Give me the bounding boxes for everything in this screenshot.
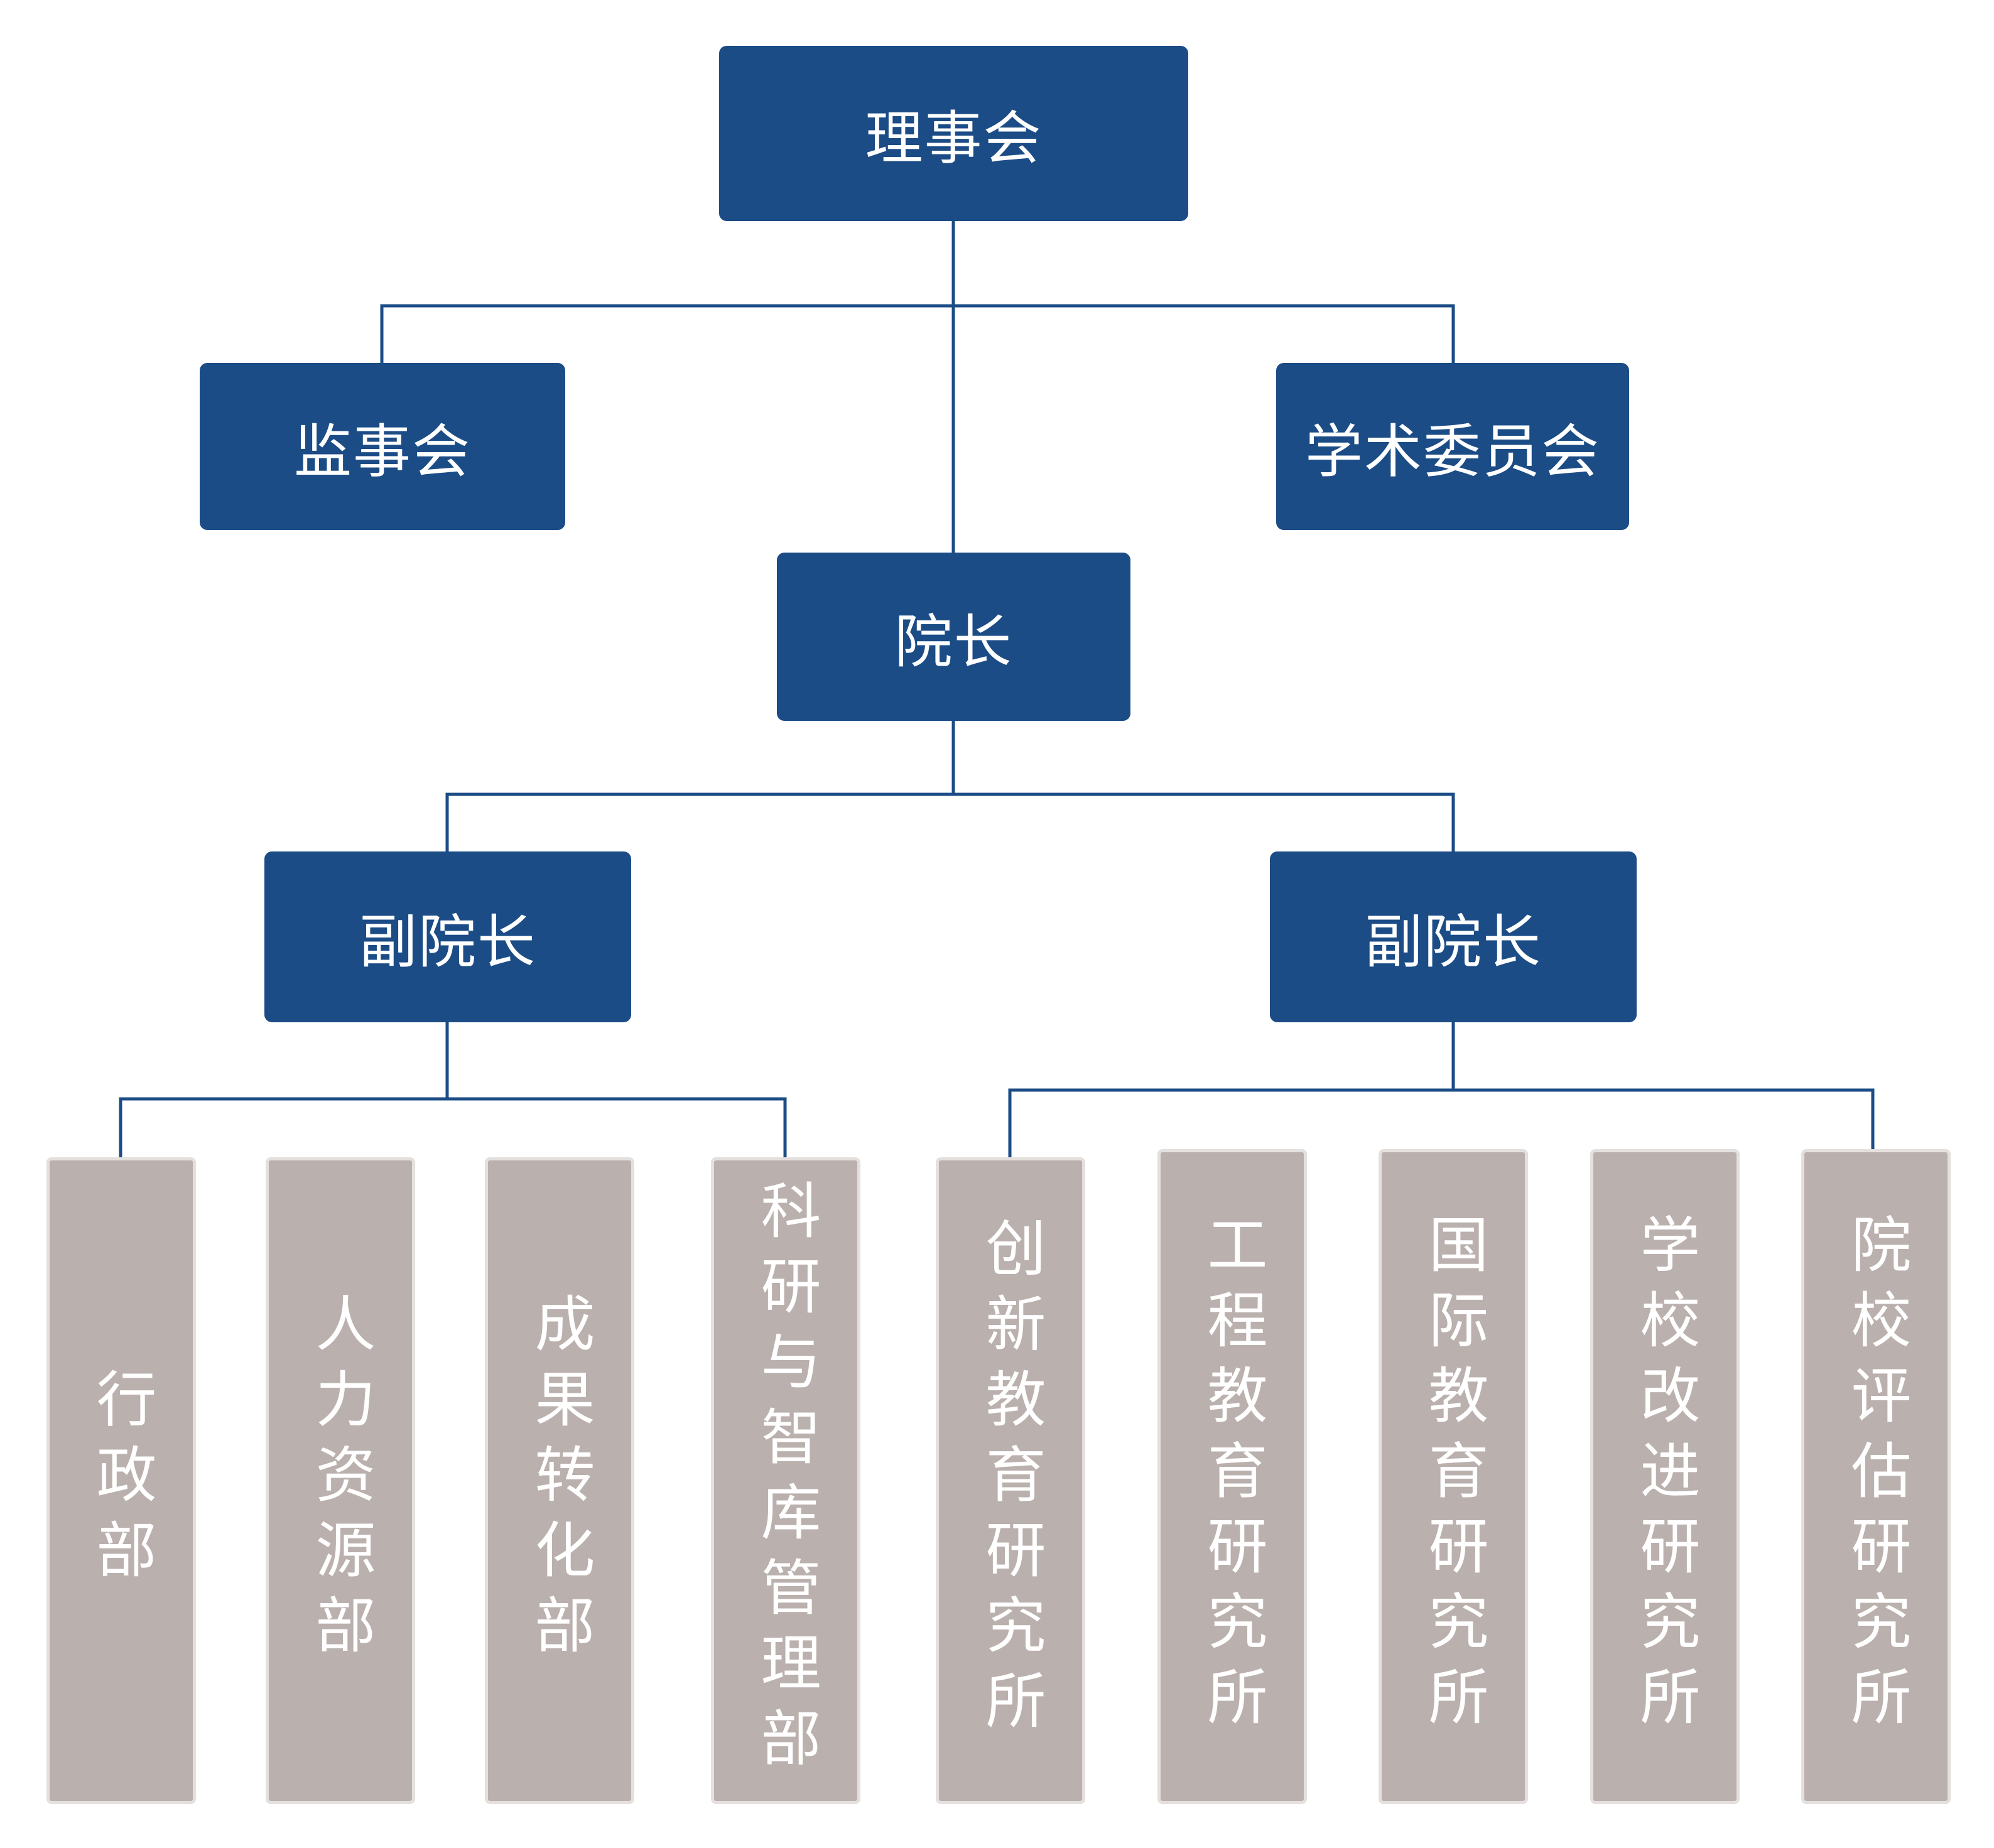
vice-president-box-1: 副院长 — [264, 851, 631, 1022]
vice-president-label-2: 副院长 — [1364, 908, 1542, 976]
unit-label-institutional-evaluation: 院校评估研究所 — [1841, 1213, 1911, 1741]
unit-label-school-improvement: 学校改进研究所 — [1630, 1213, 1700, 1741]
unit-label-administration: 行政部 — [86, 1368, 156, 1594]
unit-box-administration: 行政部 — [46, 1157, 196, 1804]
unit-box-institutional-evaluation: 院校评估研究所 — [1801, 1149, 1951, 1804]
unit-label-tech-transfer: 成果转化部 — [524, 1292, 595, 1669]
unit-label-human-resources: 人力资源部 — [305, 1292, 376, 1669]
academic-committee-label: 学术委员会 — [1304, 418, 1600, 485]
supervisory-board-box: 监事会 — [200, 363, 565, 530]
academic-committee-box: 学术委员会 — [1276, 363, 1629, 530]
board-label: 理事会 — [865, 105, 1043, 172]
unit-box-international-education: 国际教育研究所 — [1379, 1149, 1528, 1804]
unit-box-innovation-education: 创新教育研究所 — [936, 1157, 1085, 1804]
unit-box-tech-transfer: 成果转化部 — [485, 1157, 634, 1804]
unit-label-engineering-education: 工程教育研究所 — [1197, 1213, 1267, 1741]
supervisory-board-label: 监事会 — [293, 418, 471, 485]
unit-label-international-education: 国际教育研究所 — [1418, 1213, 1488, 1741]
vice-president-box-2: 副院长 — [1270, 851, 1637, 1022]
unit-box-school-improvement: 学校改进研究所 — [1590, 1149, 1740, 1804]
unit-label-research-thinktank: 科研与智库管理部 — [750, 1179, 821, 1782]
unit-box-human-resources: 人力资源部 — [266, 1157, 415, 1804]
vice-president-label-1: 副院长 — [359, 908, 536, 976]
unit-box-engineering-education: 工程教育研究所 — [1157, 1149, 1307, 1804]
board-box: 理事会 — [719, 46, 1188, 221]
unit-label-innovation-education: 创新教育研究所 — [975, 1217, 1046, 1744]
president-label: 院长 — [894, 608, 1013, 676]
unit-box-research-thinktank: 科研与智库管理部 — [711, 1157, 860, 1804]
president-box: 院长 — [777, 553, 1130, 721]
